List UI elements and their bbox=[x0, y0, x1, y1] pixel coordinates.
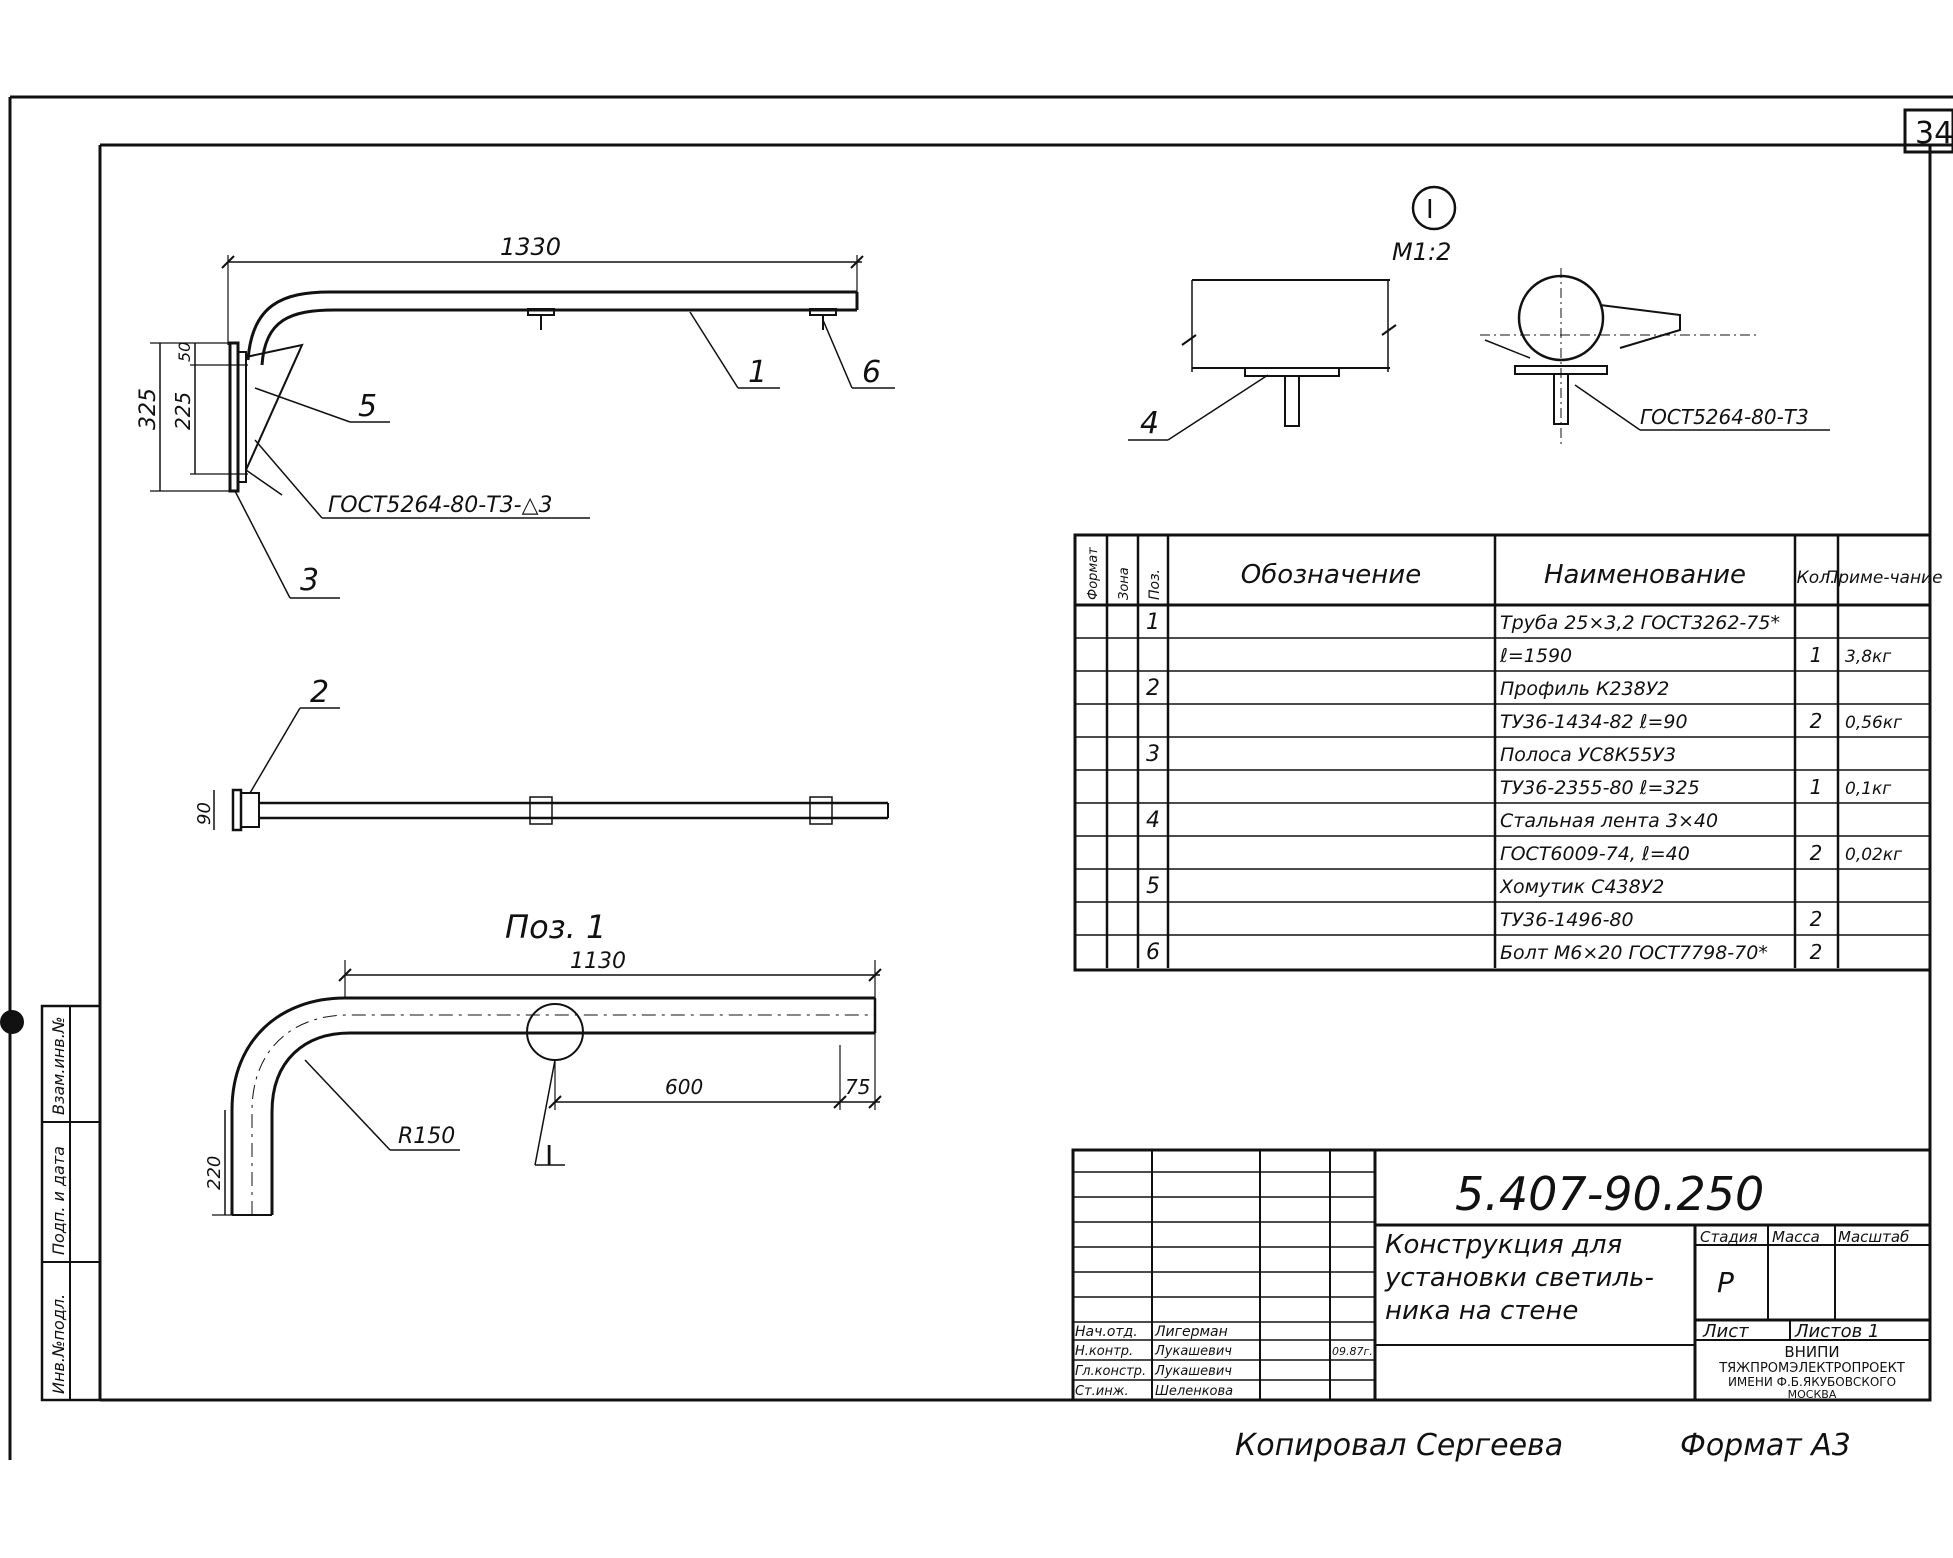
spec-header-designation: Обозначение bbox=[1241, 560, 1421, 590]
doc-number: 5.407-90.250 bbox=[1455, 1167, 1764, 1221]
spec-row-name: Стальная лента 3×40 bbox=[1500, 810, 1718, 832]
spec-row-name: Профиль К238У2 bbox=[1500, 678, 1669, 700]
footer-format: Формат А3 bbox=[1680, 1428, 1851, 1463]
plan-view: 90 2 bbox=[194, 675, 889, 832]
detail-view: I М1:2 4 ГОСТ5264-80-Т3 bbox=[1128, 185, 1830, 445]
spec-row-qty: 2 bbox=[1810, 841, 1823, 865]
sign-role-1: Нач.отд. bbox=[1075, 1324, 1138, 1340]
dim-90: 90 bbox=[194, 802, 215, 825]
spec-row-name: ГОСТ6009-74, ℓ=40 bbox=[1500, 843, 1690, 865]
weld-note-detail: ГОСТ5264-80-Т3 bbox=[1640, 405, 1809, 429]
dim-600: 600 bbox=[665, 1075, 703, 1099]
org-line-4: МОСКВА bbox=[1788, 1388, 1837, 1401]
title-line-1: Конструкция для bbox=[1385, 1230, 1622, 1260]
spec-row-note: 0,02кг bbox=[1845, 845, 1902, 865]
spec-row-note: 0,56кг bbox=[1845, 713, 1902, 733]
spec-header-note: Приме-чание bbox=[1825, 568, 1942, 588]
sign-role-2: Н.контр. bbox=[1075, 1344, 1133, 1359]
spec-row-name: Труба 25×3,2 ГОСТ3262-75* bbox=[1500, 612, 1780, 634]
left-margin-strip: Взам.инв.№ Подп. и дата Инв.№подл. bbox=[40, 1004, 102, 1402]
spec-row-pos: 4 bbox=[1146, 808, 1160, 833]
radius-label: R150 bbox=[398, 1124, 455, 1149]
scale-label: Масштаб bbox=[1838, 1228, 1909, 1246]
spec-row-note: 0,1кг bbox=[1845, 779, 1891, 799]
dim-50: 50 bbox=[175, 342, 194, 362]
callout-4: 4 bbox=[1140, 406, 1159, 441]
spec-row-qty: 1 bbox=[1810, 775, 1823, 799]
sheet-number: 34 bbox=[1915, 116, 1953, 151]
spec-row-qty: 2 bbox=[1810, 940, 1823, 964]
section-mark-i: I bbox=[545, 1139, 553, 1172]
weld-note-main: ГОСТ5264-80-Т3-△3 bbox=[328, 493, 553, 518]
spec-row-qty: 1 bbox=[1810, 643, 1823, 667]
dim-1130: 1130 bbox=[570, 949, 626, 974]
spec-header-qty: Кол. bbox=[1797, 568, 1836, 588]
org-line-3: ИМЕНИ Ф.Б.ЯКУБОВСКОГО bbox=[1728, 1375, 1896, 1389]
spec-header-pos: Поз. bbox=[1147, 569, 1163, 600]
spec-table: Формат Зона Поз. Обозначение Наименование Кол… bbox=[1073, 533, 1943, 972]
dim-325: 325 bbox=[136, 388, 161, 430]
callout-1: 1 bbox=[748, 355, 767, 390]
spec-header-zone: Зона bbox=[1117, 567, 1132, 600]
dim-225: 225 bbox=[171, 392, 195, 430]
sign-name-2: Лукашевич bbox=[1154, 1344, 1232, 1359]
callout-2: 2 bbox=[310, 675, 329, 710]
strip-label-inventory: Инв.№подл. bbox=[49, 1294, 68, 1394]
spec-row-pos: 6 bbox=[1146, 940, 1160, 965]
spec-row-name: ТУ36-1434-82 ℓ=90 bbox=[1500, 711, 1688, 733]
binding-hole-mark bbox=[0, 1010, 24, 1034]
sign-role-4: Ст.инж. bbox=[1075, 1384, 1129, 1399]
strip-label-sign-date: Подп. и дата bbox=[49, 1146, 68, 1255]
sheet-number-box bbox=[1903, 108, 1953, 154]
title-line-2: установки светиль- bbox=[1384, 1263, 1654, 1293]
strip-label-replaced: Взам.инв.№ bbox=[49, 1017, 68, 1115]
spec-row-pos: 2 bbox=[1146, 676, 1160, 701]
sign-role-3: Гл.констр. bbox=[1075, 1364, 1146, 1379]
sign-name-3: Лукашевич bbox=[1154, 1364, 1232, 1379]
spec-row-name: Полоса УС8К55У3 bbox=[1500, 744, 1676, 766]
sign-name-4: Шеленкова bbox=[1155, 1384, 1233, 1399]
title-block: 5.407-90.250 Конструкция для установки с… bbox=[1071, 1148, 1932, 1402]
org-line-1: ВНИПИ bbox=[1784, 1343, 1839, 1361]
main-view: 1330 325 225 50 1 6 5 ГОСТ5264-80-Т3-△3 … bbox=[136, 233, 895, 599]
stage-value: Р bbox=[1717, 1266, 1734, 1299]
spec-row-pos: 1 bbox=[1146, 610, 1160, 635]
detail-marker: I bbox=[1426, 195, 1434, 225]
org-line-2: ТЯЖПРОМЭЛЕКТРОПРОЕКТ bbox=[1718, 1361, 1905, 1376]
mass-label: Масса bbox=[1772, 1228, 1820, 1246]
callout-6: 6 bbox=[862, 355, 881, 390]
spec-row-note: 3,8кг bbox=[1845, 647, 1891, 667]
footer-copied: Копировал Сергеева bbox=[1235, 1428, 1563, 1463]
stage-label: Стадия bbox=[1700, 1228, 1758, 1246]
spec-row-name: Хомутик С438У2 bbox=[1499, 876, 1664, 898]
sign-name-1: Лигерман bbox=[1154, 1324, 1228, 1340]
spec-row-pos: 3 bbox=[1146, 742, 1160, 767]
callout-3: 3 bbox=[300, 563, 319, 598]
dim-1330: 1330 bbox=[500, 233, 561, 261]
spec-row-pos: 5 bbox=[1146, 874, 1160, 899]
sheets-label: Листов 1 bbox=[1794, 1321, 1879, 1342]
spec-header-name: Наименование bbox=[1544, 560, 1746, 590]
dim-220: 220 bbox=[204, 1156, 225, 1190]
title-line-3: ника на стене bbox=[1385, 1296, 1578, 1326]
spec-row-qty: 2 bbox=[1810, 907, 1823, 931]
sign-date-2: 09.87г. bbox=[1332, 1345, 1373, 1358]
spec-row-name: Болт М6×20 ГОСТ7798-70* bbox=[1500, 942, 1768, 964]
callout-5: 5 bbox=[358, 389, 377, 424]
spec-header-format: Формат bbox=[1086, 547, 1101, 600]
dim-75: 75 bbox=[845, 1075, 870, 1099]
sheet-label: Лист bbox=[1702, 1321, 1749, 1342]
pos1-view: Поз. 1 1130 600 75 220 R150 I bbox=[204, 908, 882, 1216]
spec-row-name: ТУ36-1496-80 bbox=[1500, 909, 1634, 931]
spec-row-qty: 2 bbox=[1810, 709, 1823, 733]
spec-row-name: ℓ=1590 bbox=[1499, 645, 1572, 667]
spec-row-name: ТУ36-2355-80 ℓ=325 bbox=[1500, 777, 1700, 799]
detail-scale: М1:2 bbox=[1392, 238, 1451, 266]
pos1-title: Поз. 1 bbox=[505, 908, 606, 946]
